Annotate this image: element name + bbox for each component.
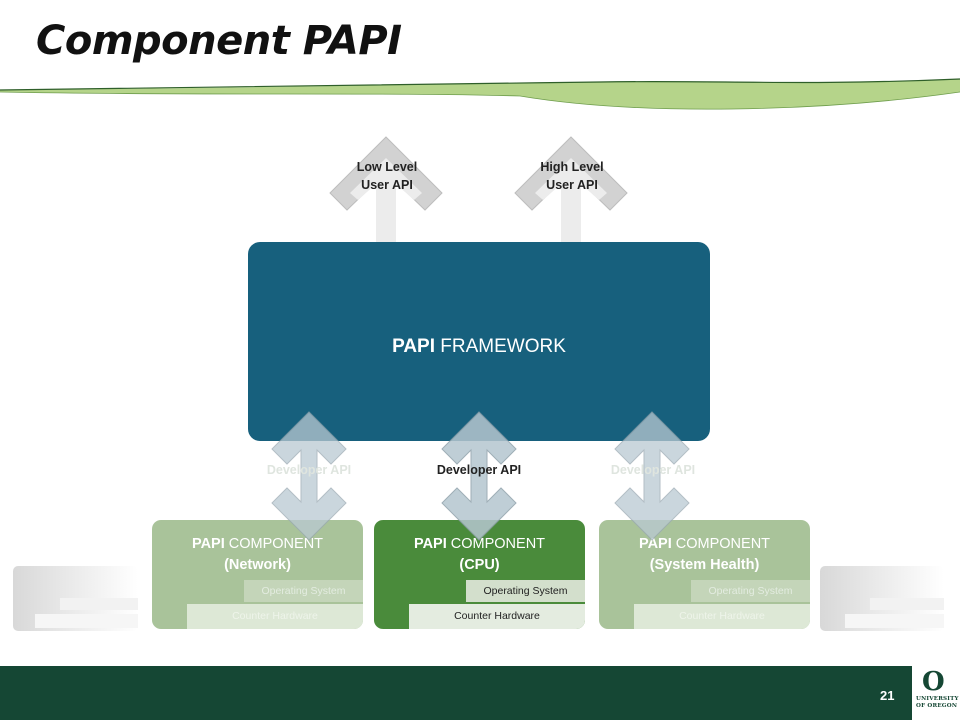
developer-api-label-center: Developer API — [436, 463, 522, 477]
component-system-health-label: COMPONENT — [675, 536, 771, 552]
component-system-health-title: PAPI COMPONENT (System Health) — [599, 534, 810, 576]
slide-title: Component PAPI — [36, 18, 402, 64]
component-cpu: PAPI COMPONENT (CPU) Operating System Co… — [374, 520, 585, 629]
logo-line2: OF OREGON — [916, 703, 958, 709]
logo-o-icon: O — [922, 667, 945, 697]
right-side-shape — [820, 566, 944, 631]
component-network-bold: PAPI — [191, 536, 225, 552]
high-level-api-line1: High Level — [540, 160, 604, 174]
component-system-health-hw: Counter Hardware — [634, 604, 810, 629]
low-level-api-line2: User API — [361, 178, 413, 192]
page-number: 21 — [880, 688, 895, 703]
component-system-health: PAPI COMPONENT (System Health) Operating… — [599, 520, 810, 629]
title-wave-line — [0, 78, 960, 91]
component-network-title: PAPI COMPONENT (Network) — [152, 534, 363, 576]
component-cpu-os: Operating System — [466, 580, 585, 602]
component-system-health-os: Operating System — [691, 580, 810, 602]
component-system-health-bold: PAPI — [638, 536, 672, 552]
component-network-name: (Network) — [224, 557, 291, 573]
left-side-shape — [13, 566, 138, 631]
logo-text: UNIVERSITY OF OREGON — [916, 696, 959, 710]
developer-api-label-right: Developer API — [610, 463, 696, 477]
framework-label-bold: PAPI — [392, 336, 436, 357]
component-network-os: Operating System — [244, 580, 363, 602]
low-level-api-label: Low Level User API — [342, 158, 432, 194]
framework-label-text: FRAMEWORK — [440, 336, 566, 357]
component-network-label: COMPONENT — [228, 536, 324, 552]
component-cpu-name: (CPU) — [459, 557, 500, 573]
component-system-health-name: (System Health) — [649, 557, 760, 573]
logo-line1: UNIVERSITY — [916, 696, 959, 702]
component-cpu-label: COMPONENT — [450, 536, 546, 552]
university-logo: O UNIVERSITY OF OREGON — [912, 666, 960, 720]
high-level-api-line2: User API — [546, 178, 598, 192]
component-cpu-title: PAPI COMPONENT (CPU) — [374, 534, 585, 576]
title-wave — [0, 79, 960, 110]
component-cpu-bold: PAPI — [413, 536, 447, 552]
developer-api-label-left: Developer API — [266, 463, 352, 477]
component-network-hw: Counter Hardware — [187, 604, 363, 629]
high-level-api-label: High Level User API — [527, 158, 617, 194]
low-level-api-line1: Low Level — [356, 160, 418, 174]
papi-framework-box: PAPI FRAMEWORK — [248, 242, 710, 441]
framework-label: PAPI FRAMEWORK — [248, 336, 710, 358]
footer-bar — [0, 666, 912, 720]
component-cpu-hw: Counter Hardware — [409, 604, 585, 629]
component-network: PAPI COMPONENT (Network) Operating Syste… — [152, 520, 363, 629]
